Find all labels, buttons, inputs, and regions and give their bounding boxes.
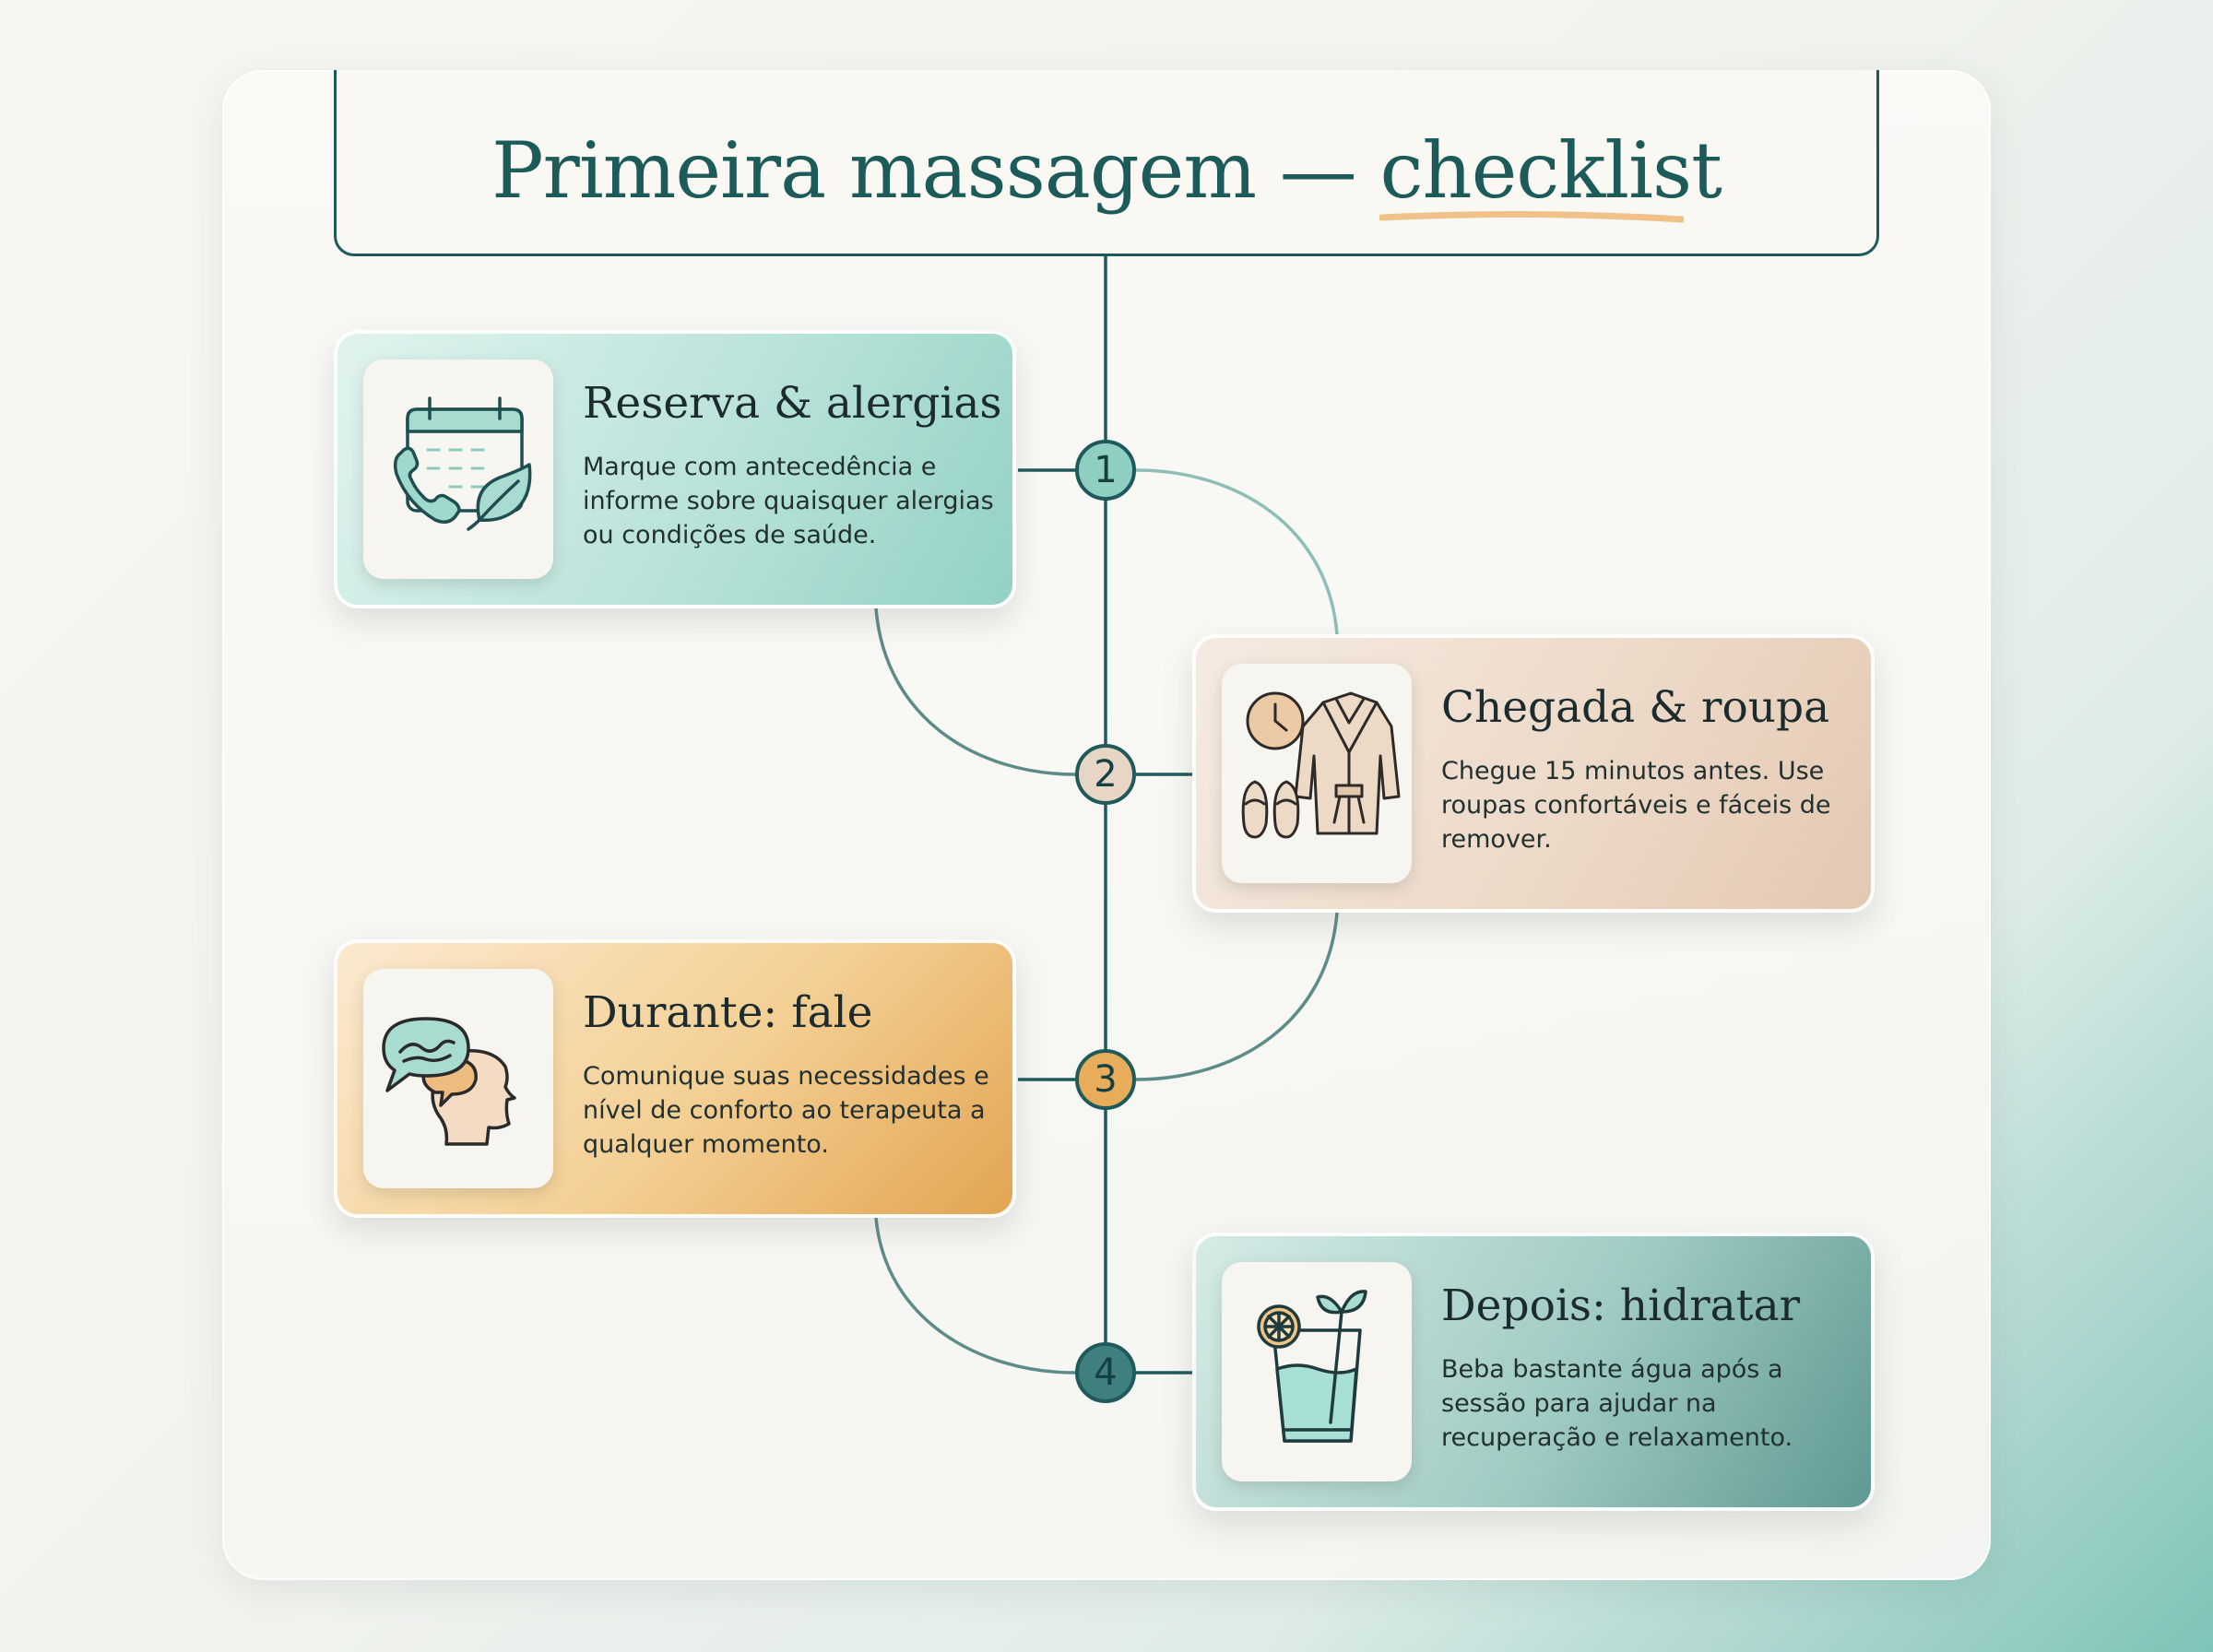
clock-robe-slippers-icon <box>1241 691 1401 839</box>
page-title-highlight: checklist <box>1379 125 1722 223</box>
step-title: Durante: fale <box>583 987 873 1038</box>
page-title: Primeira massagem — checklist <box>337 125 1876 223</box>
step-card-chegada: Chegada & roupa Chegue 15 minutos antes.… <box>1192 634 1875 913</box>
icon-tile <box>1222 664 1412 883</box>
step-number-badge: 1 <box>1075 440 1136 501</box>
calendar-phone-leaf-icon <box>393 396 532 531</box>
arc-4 <box>874 1217 1076 1375</box>
speech-bubbles-head-icon <box>382 1017 516 1146</box>
icon-tile <box>363 969 553 1188</box>
step-number-badge: 4 <box>1075 1342 1136 1403</box>
step-description: Chegue 15 minutos antes. Use roupas conf… <box>1441 757 1831 854</box>
icon-tile <box>1222 1262 1412 1481</box>
step-description: Marque com antecedência e informe sobre … <box>583 453 994 549</box>
arc-3 <box>1135 912 1339 1081</box>
water-glass-lemon-icon <box>1257 1290 1367 1443</box>
step-description: Beba bastante água após a sessão para aj… <box>1441 1355 1793 1452</box>
icon-tile <box>363 360 553 579</box>
step-number-badge: 2 <box>1075 744 1136 805</box>
step-title: Depois: hidratar <box>1441 1280 1801 1331</box>
step-card-depois: Depois: hidratar Beba bastante água após… <box>1192 1233 1875 1511</box>
step-title: Chegada & roupa <box>1441 682 1830 733</box>
step-card-reserva: Reserva & alergias Marque com antecedênc… <box>334 330 1016 608</box>
step-card-durante: Durante: fale Comunique suas necessidade… <box>334 939 1016 1218</box>
step-description: Comunique suas necessidades e nível de c… <box>583 1062 989 1159</box>
arc-1 <box>1135 468 1339 635</box>
title-box: Primeira massagem — checklist <box>334 70 1879 256</box>
page-title-highlight-text: checklist <box>1379 125 1722 216</box>
step-title: Reserva & alergias <box>583 378 1002 429</box>
step-number-badge: 3 <box>1075 1049 1136 1110</box>
page-title-main: Primeira massagem — <box>491 125 1380 216</box>
arc-2 <box>874 608 1076 776</box>
